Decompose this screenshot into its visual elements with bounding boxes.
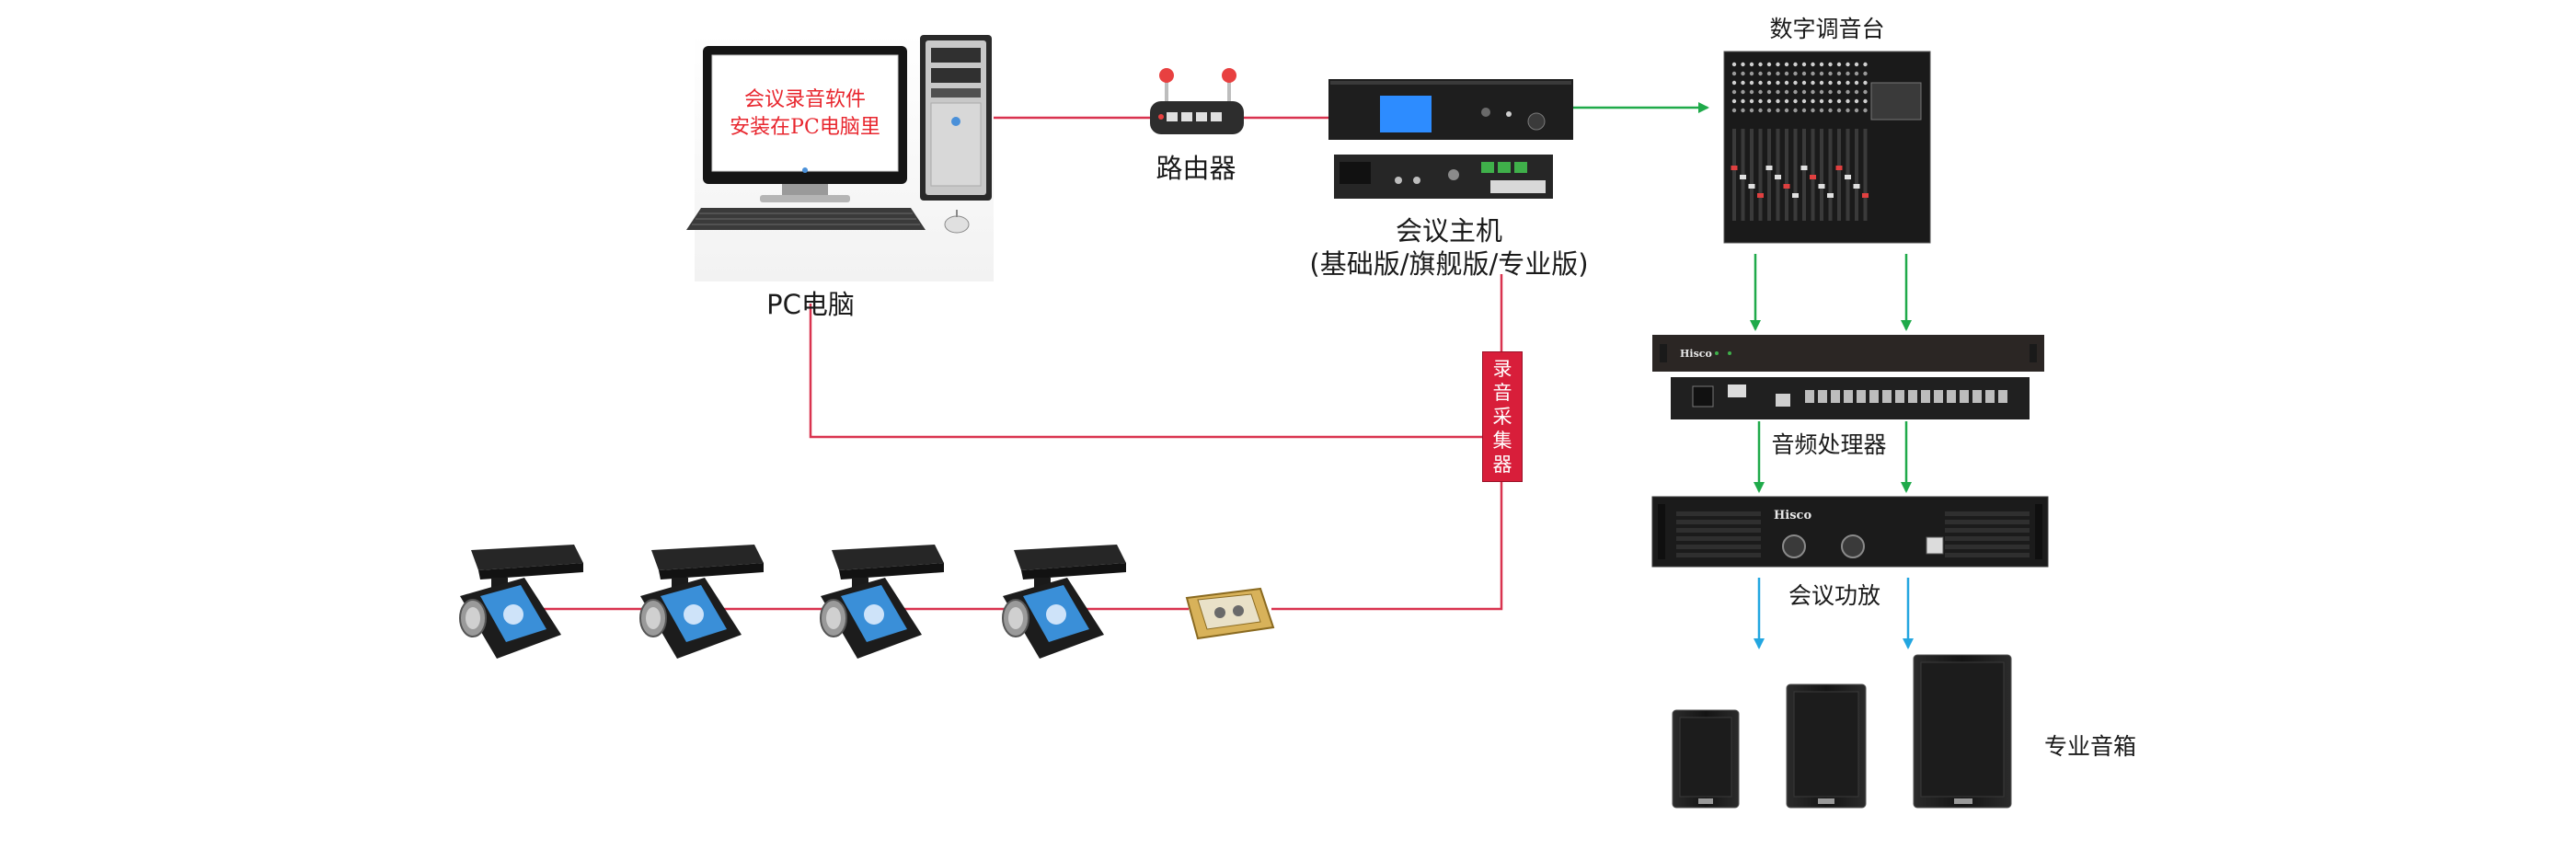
speaker-small	[1672, 709, 1740, 809]
speakers	[1672, 654, 2012, 809]
processor-ports	[1805, 390, 2007, 403]
host-label-line-1: 会议主机	[1395, 215, 1503, 247]
recorder-char-2: 音	[1492, 382, 1512, 404]
amplifier-label: 会议功放	[1788, 582, 1881, 609]
amp-knob-left	[1782, 534, 1806, 558]
pc-computer	[686, 33, 994, 281]
recorder-char-1: 录	[1492, 358, 1512, 380]
amp-brand: Hisco	[1774, 509, 1811, 522]
monitor-logo-icon	[802, 167, 808, 173]
host-label-line-2: (基础版/旗舰版/专业版)	[1309, 248, 1589, 280]
pc-screen-text: 会议录音软件 安装在PC电脑里	[730, 86, 880, 142]
mixer-body	[1723, 51, 1931, 244]
mouse	[944, 215, 970, 234]
conference-host	[1328, 79, 1573, 199]
pc-label: PC电脑	[766, 289, 855, 320]
router-label: 路由器	[1156, 153, 1236, 184]
audio-arrows	[1571, 102, 1912, 493]
recorder-char-4: 集	[1492, 430, 1512, 452]
host-display	[1380, 96, 1432, 132]
audio-recorder-box: 录 音 采 集 器	[1482, 351, 1523, 482]
host-knob	[1527, 112, 1546, 131]
mixer-channel-strips	[1731, 62, 1869, 221]
microphone-unit	[820, 545, 944, 659]
keyboard-keys	[692, 212, 920, 225]
recorder-char-5: 器	[1492, 453, 1512, 476]
pc-screen-line-1: 会议录音软件	[743, 88, 867, 111]
processor-brand: Hisco	[1680, 348, 1712, 360]
host-front-panel	[1328, 79, 1573, 140]
mixer-master-section	[1870, 82, 1922, 121]
microphone-unit	[459, 545, 583, 659]
amp-power-switch	[1926, 536, 1944, 555]
audio-processor: Hisco	[1652, 335, 2044, 419]
speaker-large	[1913, 654, 2012, 809]
microphone-unit	[639, 545, 764, 659]
floor-socket	[1185, 587, 1275, 640]
conference-amplifier: Hisco	[1651, 496, 2049, 568]
speaker-medium	[1786, 683, 1867, 809]
monitor-neck	[782, 184, 828, 197]
pc-screen-line-2: 安装在PC电脑里	[730, 116, 880, 139]
amp-vent-right	[1945, 511, 2030, 557]
microphone-units	[459, 545, 1126, 659]
recorder-char-3: 采	[1492, 406, 1512, 428]
processor-label: 音频处理器	[1771, 431, 1887, 458]
amp-knob-right	[1841, 534, 1865, 558]
router-antenna-right-tip-icon	[1222, 68, 1236, 83]
router-antenna-left-tip-icon	[1159, 68, 1174, 83]
router	[1150, 68, 1244, 134]
recorder-socket-line	[1271, 480, 1503, 611]
digital-mixer	[1723, 51, 1931, 244]
pc-recorder-line	[809, 304, 1482, 439]
mixer-label: 数字调音台	[1769, 16, 1885, 42]
amp-vent-left	[1676, 511, 1761, 557]
speakers-label: 专业音箱	[2044, 733, 2137, 760]
monitor-stand	[760, 195, 850, 202]
speaker-arrows	[1754, 578, 1914, 649]
microphone-unit	[1002, 545, 1126, 659]
